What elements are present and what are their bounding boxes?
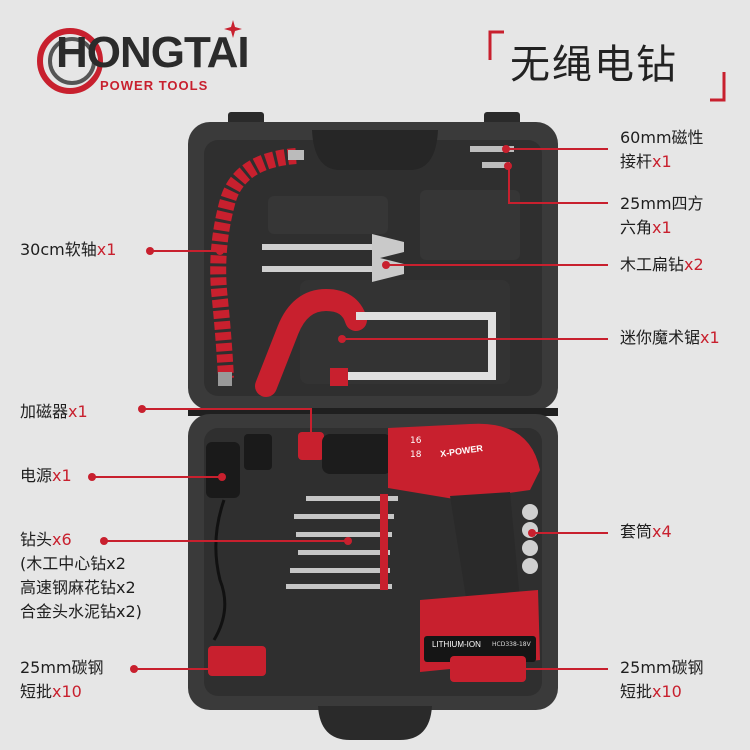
label-power-supply: 电源x1 [20,466,72,485]
leader-dot-drill-bits-b [344,537,352,545]
leader-short-bits-left [134,668,230,670]
leader-dot-magnetic-holder [502,145,510,153]
leader-spade-bit [386,264,608,266]
label-hex-bit: 25mm四方 六角x1 [620,194,704,237]
leader-hex-bit-v [508,166,510,204]
logo-swoosh-icon [37,28,103,94]
leader-dot-power-supply-a [88,473,96,481]
leader-dot-short-bits-left-b [226,665,234,673]
leader-dot-flex-shaft-a [146,247,154,255]
battery-text: LITHIUM-ION [432,640,481,649]
speed-mark-16: 16 [410,436,422,446]
label-sockets: 套筒x4 [620,522,672,541]
label-magnetic-holder: 60mm磁性 接杆x1 [620,128,704,171]
leader-mini-saw [342,338,608,340]
page-title: 无绳电钻 [510,42,678,88]
leader-magnetizer-h [142,408,312,410]
label-short-bits-right: 25mm碳钢 短批x10 [620,658,704,701]
leader-dot-spade-bit [382,261,390,269]
leader-short-bits-right [466,668,608,670]
leader-dot-hex-bit [504,162,512,170]
brand-tagline: POWER TOOLS [100,78,209,93]
leader-magnetizer-v [310,408,312,438]
leader-dot-power-supply-b [218,473,226,481]
leader-drill-bits [104,540,348,542]
leader-magnetic-holder [506,148,608,150]
leader-dot-magnetizer-a [138,405,146,413]
label-drill-bits: 钻头x6 (木工中心钻x2 高速钢麻花钻x2 合金头水泥钻x2) [20,530,142,621]
leader-dot-flex-shaft-b [216,247,224,255]
leader-dot-sockets [528,529,536,537]
label-short-bits-left: 25mm碳钢 短批x10 [20,658,104,701]
brand-name: HONGTAI [56,28,250,77]
battery-model: HCD338-18V [492,641,531,648]
leader-flex-shaft [152,250,220,252]
leader-dot-mini-saw [338,335,346,343]
title-brackets [488,30,726,102]
sparkle-icon [224,20,242,38]
label-flex-shaft: 30cm软轴x1 [20,240,117,259]
leader-dot-short-bits-right [462,665,470,673]
leader-power-supply [92,476,222,478]
leader-dot-short-bits-left-a [130,665,138,673]
label-spade-bit: 木工扁钻x2 [620,255,704,274]
leader-dot-magnetizer-b [306,434,314,442]
leader-dot-drill-bits-a [100,537,108,545]
speed-mark-18: 18 [410,450,422,460]
label-mini-saw: 迷你魔术锯x1 [620,328,720,347]
leader-hex-bit-h [508,202,608,204]
label-magnetizer: 加磁器x1 [20,402,88,421]
leader-sockets [532,532,608,534]
